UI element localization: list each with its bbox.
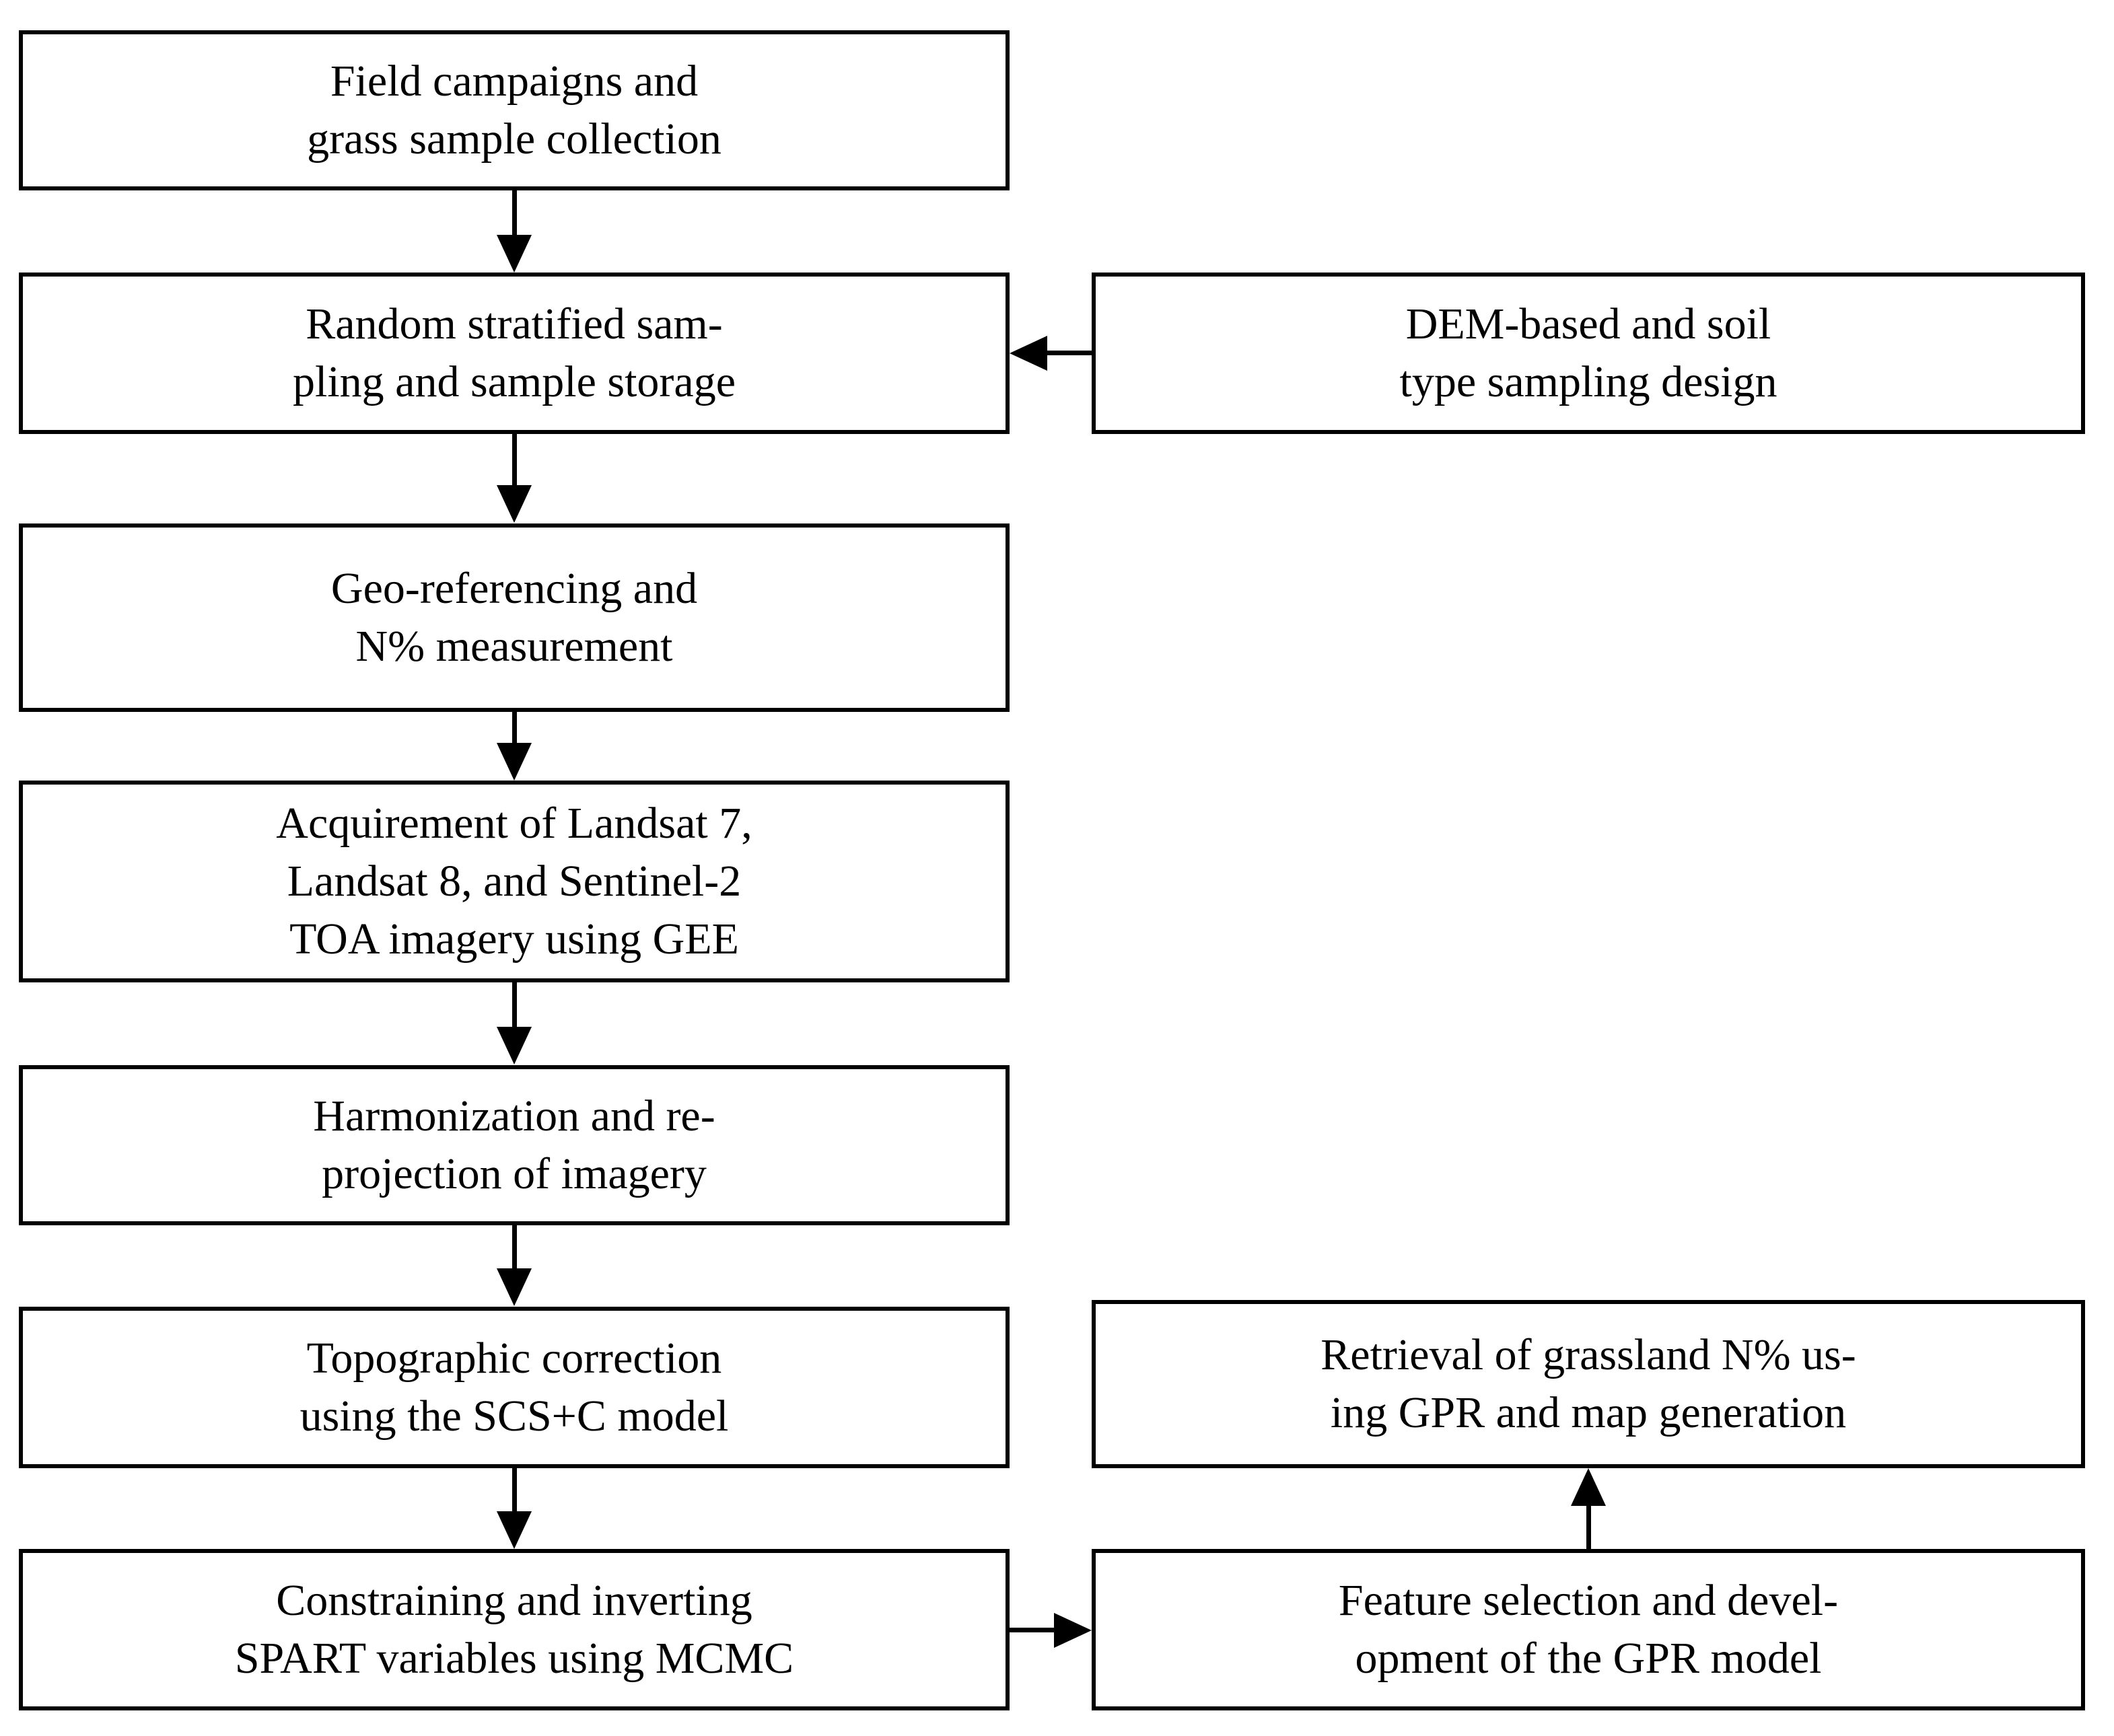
node-label: DEM-based and soil type sampling design [1399, 299, 1777, 406]
edge-sampling-to-georef-line [512, 434, 517, 486]
edge-constraining-to-feature-line [1010, 1628, 1054, 1632]
edge-acquirement-to-harmonization-arrowhead [497, 1027, 532, 1064]
node-retrieval-gpr-map[interactable]: Retrieval of grassland N% us- ing GPR an… [1092, 1300, 2085, 1468]
node-field-campaigns[interactable]: Field campaigns and grass sample collect… [19, 30, 1010, 190]
edge-field-to-sampling-arrowhead [497, 235, 532, 273]
node-label: Constraining and inverting SPART variabl… [234, 1576, 794, 1683]
edge-constraining-to-feature-arrowhead [1054, 1613, 1092, 1648]
edge-sampling-to-georef-arrowhead [497, 485, 532, 523]
node-acquirement-imagery[interactable]: Acquirement of Landsat 7, Landsat 8, and… [19, 781, 1010, 982]
edge-feature-to-retrieval-line [1586, 1506, 1591, 1550]
edge-design-to-sampling-line [1047, 351, 1092, 355]
node-label: Random stratified sam- pling and sample … [292, 299, 736, 406]
edge-harmonization-to-topo-arrowhead [497, 1268, 532, 1306]
edge-field-to-sampling-line [512, 190, 517, 236]
edge-topo-to-constraining-arrowhead [497, 1511, 532, 1549]
edge-acquirement-to-harmonization-line [512, 982, 517, 1028]
node-feature-selection-gpr[interactable]: Feature selection and devel- opment of t… [1092, 1549, 2085, 1710]
node-random-stratified-sampling[interactable]: Random stratified sam- pling and sample … [19, 273, 1010, 434]
node-dem-soil-sampling-design[interactable]: DEM-based and soil type sampling design [1092, 273, 2085, 434]
edge-harmonization-to-topo-line [512, 1225, 517, 1270]
node-harmonization-reprojection[interactable]: Harmonization and re- projection of imag… [19, 1065, 1010, 1225]
node-label: Field campaigns and grass sample collect… [307, 57, 721, 164]
node-label: Topographic correction using the SCS+C m… [300, 1334, 729, 1441]
node-geo-referencing[interactable]: Geo-referencing and N% measurement [19, 523, 1010, 712]
edge-topo-to-constraining-line [512, 1468, 517, 1513]
node-label: Harmonization and re- projection of imag… [313, 1091, 715, 1198]
node-topographic-correction[interactable]: Topographic correction using the SCS+C m… [19, 1307, 1010, 1468]
node-label: Acquirement of Landsat 7, Landsat 8, and… [276, 799, 752, 964]
edge-georef-to-acquirement-arrowhead [497, 743, 532, 781]
edge-feature-to-retrieval-arrowhead [1571, 1468, 1606, 1506]
node-label: Feature selection and devel- opment of t… [1338, 1576, 1839, 1683]
node-constraining-spart-mcmc[interactable]: Constraining and inverting SPART variabl… [19, 1549, 1010, 1710]
edge-georef-to-acquirement-line [512, 712, 517, 744]
node-label: Retrieval of grassland N% us- ing GPR an… [1320, 1330, 1856, 1437]
edge-design-to-sampling-arrowhead [1010, 336, 1047, 371]
node-label: Geo-referencing and N% measurement [330, 564, 698, 671]
